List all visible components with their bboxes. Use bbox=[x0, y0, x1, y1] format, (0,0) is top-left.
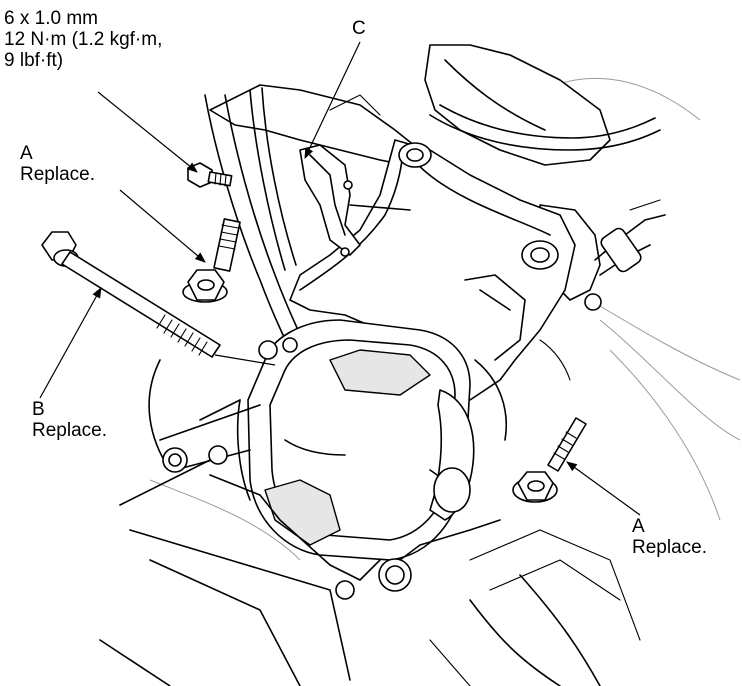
callout-bolt-spec: 6 x 1.0 mm 12 N·m (1.2 kgf·m, 9 lbf·ft) bbox=[4, 8, 162, 71]
mount-bracket bbox=[289, 139, 576, 401]
callout-a-lower: A Replace. bbox=[632, 516, 707, 558]
engine-mount bbox=[236, 319, 507, 561]
background-frame bbox=[99, 77, 741, 686]
bolt-b-long bbox=[41, 231, 221, 358]
callout-c-letter: C bbox=[352, 18, 366, 39]
callout-a-upper-note: Replace. bbox=[20, 164, 95, 185]
callout-b: B Replace. bbox=[32, 399, 107, 441]
bolt-small-6mm bbox=[187, 162, 233, 188]
bolt-a-upper bbox=[182, 218, 241, 303]
base-plate bbox=[159, 337, 501, 600]
bolt-spec-torque: 12 N·m (1.2 kgf·m, bbox=[4, 29, 163, 50]
callout-b-letter: B bbox=[32, 399, 45, 420]
callout-a-upper-letter: A bbox=[20, 143, 33, 164]
bolt-spec-size: 6 x 1.0 mm bbox=[4, 8, 98, 29]
callout-b-note: Replace. bbox=[32, 420, 107, 441]
callout-a-lower-letter: A bbox=[632, 516, 645, 537]
bracket-c bbox=[299, 144, 361, 257]
leader-lines bbox=[39, 41, 641, 516]
callout-a-upper: A Replace. bbox=[20, 143, 95, 185]
bolt-spec-torque-imperial: 9 lbf·ft) bbox=[4, 50, 64, 71]
bolt-a-lower bbox=[512, 417, 587, 503]
callout-a-lower-note: Replace. bbox=[632, 537, 707, 558]
